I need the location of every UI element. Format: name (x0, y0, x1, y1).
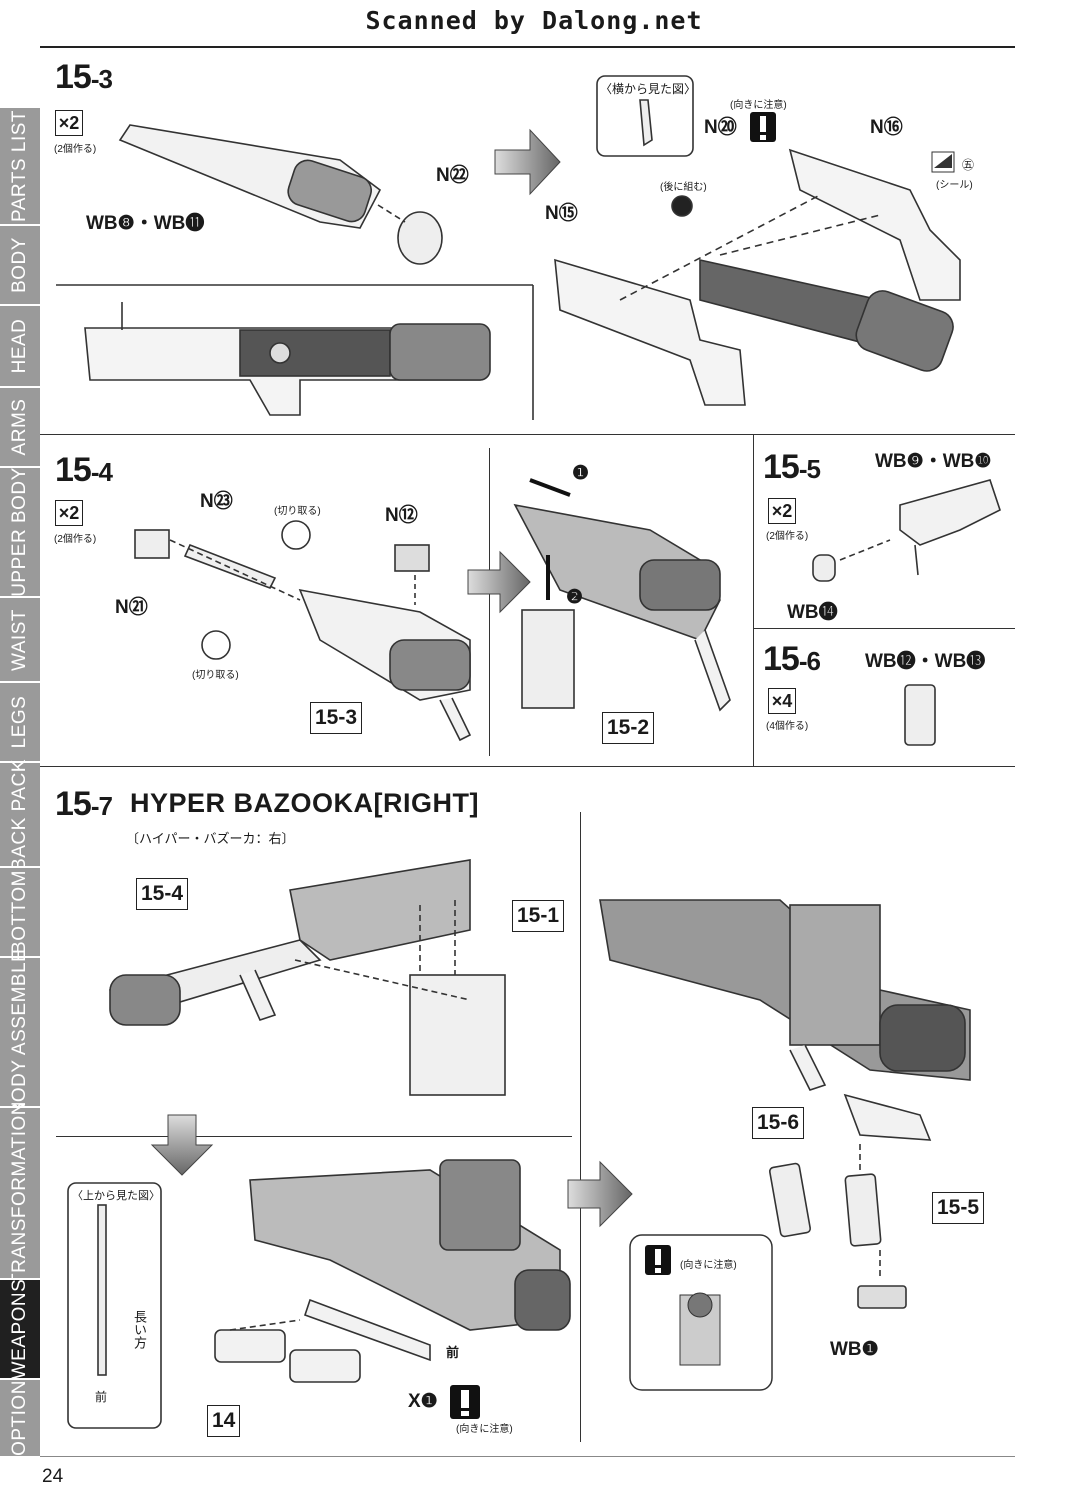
multiplier-badge: ×2 (55, 500, 83, 526)
divider-15-4 (489, 448, 490, 756)
part-label: X❶ (408, 1391, 438, 1412)
sticker-note: (シール) (936, 180, 973, 191)
inset-orientation-note: (向きに注意) (680, 1260, 737, 1271)
step-15-3-title: 15-3 (55, 58, 113, 96)
arrow-right-icon (567, 1160, 633, 1228)
orientation-note: (向きに注意) (730, 100, 787, 111)
part-label: N⑫ (385, 505, 418, 526)
reference-box-15-4: 15-4 (136, 878, 189, 910)
side-view-note: 〈横から見た図〉 (600, 82, 697, 96)
caution-icon (645, 1245, 671, 1275)
reference-box-15-5: 15-5 (932, 1192, 985, 1224)
header-rule (40, 46, 1015, 48)
barrel-15-3-top (118, 124, 443, 265)
make-note: (4個作る) (766, 721, 809, 732)
tab-upper-body[interactable]: UPPER BODY (0, 467, 40, 598)
bazooka-15-7-right (599, 899, 971, 1309)
cut-note: (切り取る) (274, 506, 321, 517)
divider-row2 (40, 766, 1015, 767)
divider-15-7-sub (56, 1136, 572, 1137)
tab-parts-list[interactable]: PARTS LIST (0, 108, 40, 226)
assembly-15-4-right (513, 478, 731, 712)
front-note: 前 (446, 1345, 460, 1360)
bazooka-15-7-top (108, 859, 506, 1096)
caution-icon (750, 112, 776, 142)
divider-15-5 (753, 434, 754, 766)
reference-box-15-1: 15-1 (512, 900, 565, 932)
long-side-note: 長い方 (132, 1310, 147, 1349)
front-note: 前 (95, 1390, 108, 1404)
reference-box-15-6: 15-6 (752, 1107, 805, 1139)
magazine-15-6 (904, 684, 936, 746)
multiplier-badge: ×2 (55, 110, 83, 136)
barrel-15-3-side (84, 302, 491, 416)
divider-row1 (40, 434, 1015, 435)
step-15-4-title: 15-4 (55, 451, 113, 489)
reference-box-14: 14 (207, 1405, 241, 1437)
tab-option[interactable]: OPTION (0, 1380, 40, 1458)
step-15-7-title: 15-7 (55, 785, 113, 823)
scan-credit: Scanned by Dalong.net (365, 6, 703, 35)
reference-box-15-3: 15-3 (310, 702, 363, 734)
part-label: N㉒ (436, 165, 469, 186)
barrel-15-3-right (56, 148, 961, 420)
bazooka-15-7-bottom (214, 1159, 571, 1383)
arrow-step-1: ❶ (572, 463, 590, 484)
tab-body-assemble[interactable]: BODY ASSEMBLE (0, 949, 40, 1115)
tab-weapons[interactable]: WEAPONS (0, 1279, 40, 1380)
part-label: N⑯ (870, 117, 903, 138)
tab-body[interactable]: BODY (0, 226, 40, 306)
part-label: WB❾・WB❿ (875, 451, 992, 472)
footer-rule (40, 1456, 1015, 1457)
tab-head[interactable]: HEAD (0, 306, 40, 388)
multiplier-badge: ×2 (768, 498, 796, 524)
caution-icon (450, 1385, 480, 1419)
step-15-6-title: 15-6 (763, 640, 821, 678)
divider-15-7 (580, 812, 581, 1442)
part-label: N⑳ (704, 117, 737, 138)
arrow-right-icon (467, 550, 531, 614)
part-label: N㉓ (200, 491, 233, 512)
sidebar-tabs: PARTS LIST BODY HEAD ARMS UPPER BODY WAI… (0, 108, 40, 1458)
assemble-after-note: (後に組む) (660, 182, 707, 193)
tab-bottom[interactable]: BOTTOM (0, 868, 40, 958)
part-label: WB⓮ (787, 602, 838, 623)
part-label: WB❽・WB⓫ (86, 213, 205, 234)
divider-15-6 (753, 628, 1015, 629)
cut-note: (切り取る) (192, 670, 239, 681)
top-view-note: 〈上から見た図〉 (72, 1190, 160, 1202)
tab-transformation[interactable]: TRANSFORMATION (0, 1101, 40, 1285)
part-label: WB⓬・WB⓭ (865, 651, 986, 672)
part-label: N⑮ (545, 203, 578, 224)
tab-legs[interactable]: LEGS (0, 683, 40, 763)
sticker-code: ㊄ (962, 158, 975, 172)
reference-box-15-2: 15-2 (602, 712, 655, 744)
part-label: N㉑ (115, 597, 148, 618)
tab-waist[interactable]: WAIST (0, 598, 40, 683)
make-note: (2個作る) (54, 144, 97, 155)
arrow-right-icon (494, 128, 561, 196)
parts-15-4 (134, 520, 472, 742)
make-note: (2個作る) (766, 531, 809, 542)
section-subtitle: 〔ハイパー・バズーカ：右〕 (126, 831, 295, 846)
orientation-note: (向きに注意) (456, 1424, 513, 1435)
step-15-5-title: 15-5 (763, 448, 821, 486)
page-number: 24 (42, 1466, 64, 1487)
tab-arms[interactable]: ARMS (0, 388, 40, 468)
tab-back-pack[interactable]: BACK PACK (0, 759, 40, 870)
multiplier-badge: ×4 (768, 688, 796, 714)
parts-15-5 (812, 479, 1001, 582)
part-label: WB❶ (830, 1339, 879, 1360)
arrow-down-icon (150, 1114, 214, 1176)
arrow-step-2: ❷ (566, 587, 584, 608)
make-note: (2個作る) (54, 534, 97, 545)
section-title: HYPER BAZOOKA[RIGHT] (130, 788, 479, 818)
